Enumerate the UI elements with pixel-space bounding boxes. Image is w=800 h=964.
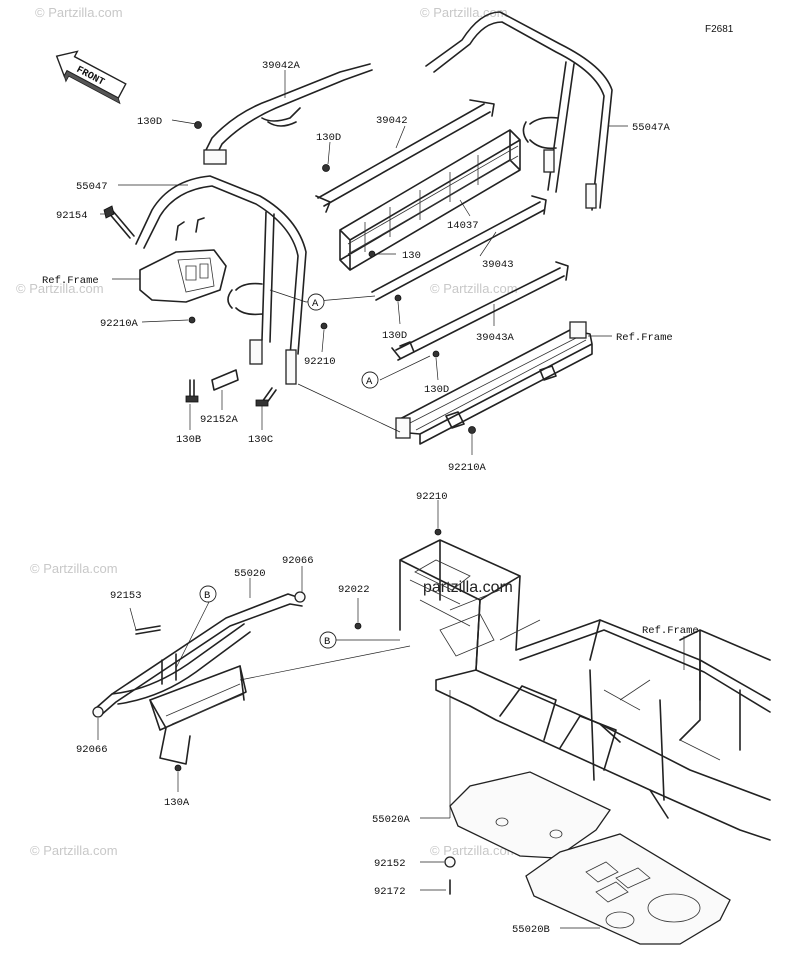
part-55020A <box>449 771 611 859</box>
callout-ref-frame: Ref.Frame <box>42 275 99 287</box>
bolt-92154 <box>107 209 135 239</box>
part-39042A <box>205 63 373 157</box>
leader-lines <box>97 500 685 929</box>
nut-130A <box>174 764 182 772</box>
cap-92066 <box>294 591 306 603</box>
callout-92154: 92154 <box>56 210 88 222</box>
watermark: © Partzilla.com <box>30 561 118 576</box>
callout-92210: 92210 <box>416 491 448 503</box>
callout-130D: 130D <box>137 116 162 128</box>
callout-39043A: 39043A <box>476 332 515 344</box>
callout-92210A: 92210A <box>100 318 139 330</box>
watermark: © Partzilla.com <box>35 5 123 20</box>
part-39043 <box>371 195 547 301</box>
callout-92066: 92066 <box>282 555 314 567</box>
part-55020B <box>525 833 731 945</box>
nut-130 <box>368 250 376 258</box>
callout-92152A: 92152A <box>200 414 239 426</box>
part-55047A <box>425 11 613 211</box>
bracket <box>543 149 555 173</box>
callout-B: B <box>324 636 330 648</box>
callout-55020A: 55020A <box>372 814 411 826</box>
nut-92210 <box>320 322 328 330</box>
callout-130: 130 <box>402 250 421 262</box>
nut-130D <box>432 350 440 358</box>
part-55047 <box>135 175 307 357</box>
callout-92153: 92153 <box>110 590 142 602</box>
part-55020 <box>95 593 303 765</box>
ref-circle-B <box>199 585 217 603</box>
bracket <box>585 183 597 209</box>
ref-circle-A <box>307 293 325 311</box>
chassis-assembly <box>92 500 771 945</box>
frame-rail <box>395 321 593 445</box>
callout-92066: 92066 <box>76 744 108 756</box>
callout-B: B <box>204 590 210 602</box>
callout-ref-frame: Ref.Frame <box>616 332 673 344</box>
fasteners <box>103 121 476 434</box>
bolt-92153 <box>135 625 161 635</box>
callout-130D: 130D <box>424 384 449 396</box>
collar-92152A <box>211 369 239 391</box>
callout-A: A <box>366 376 373 388</box>
bracket <box>249 339 263 365</box>
callout-130D: 130D <box>382 330 407 342</box>
callout-92210: 92210 <box>304 356 336 368</box>
callout-92210A: 92210A <box>448 462 487 474</box>
nut-130D <box>194 121 202 129</box>
bracket <box>285 349 297 385</box>
ref-circle-B <box>319 631 337 649</box>
ref-circle-A <box>361 371 379 389</box>
callout-55047A: 55047A <box>632 122 671 134</box>
watermark: © Partzilla.com <box>30 843 118 858</box>
callout-92172: 92172 <box>374 886 406 898</box>
callout-130D: 130D <box>316 132 341 144</box>
nut-92210A <box>188 316 196 324</box>
nut-130D <box>394 294 402 302</box>
figure-code: F2681 <box>705 24 734 35</box>
callout-14037: 14037 <box>447 220 479 232</box>
callout-130A: 130A <box>164 797 190 809</box>
nut-92210A <box>468 426 476 434</box>
nut-92210 <box>434 528 442 536</box>
chassis-frame <box>399 539 771 841</box>
cargo-rack-assembly <box>100 11 628 455</box>
callout-92022: 92022 <box>338 584 370 596</box>
callout-55020B: 55020B <box>512 924 550 936</box>
callout-labels: 39042A 130D 39042 130D 55047A 55047 9215… <box>42 60 699 936</box>
callout-39042: 39042 <box>376 115 408 127</box>
callout-ref-frame: Ref.Frame <box>642 625 699 637</box>
nut-130D <box>322 164 330 172</box>
callout-39043: 39043 <box>482 259 514 271</box>
bolt-head <box>255 399 269 407</box>
callout-130C: 130C <box>248 434 273 446</box>
callout-39042A: 39042A <box>262 60 301 72</box>
washer-92152 <box>444 856 456 868</box>
bracket <box>203 149 227 165</box>
callout-A: A <box>312 298 319 310</box>
part-14037 <box>339 129 521 271</box>
cap-92066 <box>92 706 104 718</box>
part-39043A <box>391 261 569 361</box>
watermark: © Partzilla.com <box>430 281 518 296</box>
watermark-layer: © Partzilla.com © Partzilla.com © Partzi… <box>16 5 518 858</box>
watermark: © Partzilla.com <box>430 843 518 858</box>
bolt-head <box>185 395 199 403</box>
callout-130B: 130B <box>176 434 201 446</box>
callout-55047: 55047 <box>76 181 108 193</box>
mount-block <box>139 217 227 303</box>
front-arrow-icon: FRONT <box>55 50 127 105</box>
callout-92152: 92152 <box>374 858 406 870</box>
watermark: © Partzilla.com <box>16 281 104 296</box>
bolt-head <box>103 205 115 219</box>
callout-55020: 55020 <box>234 568 266 580</box>
washer-92022 <box>354 622 362 630</box>
part-39042 <box>315 99 495 213</box>
